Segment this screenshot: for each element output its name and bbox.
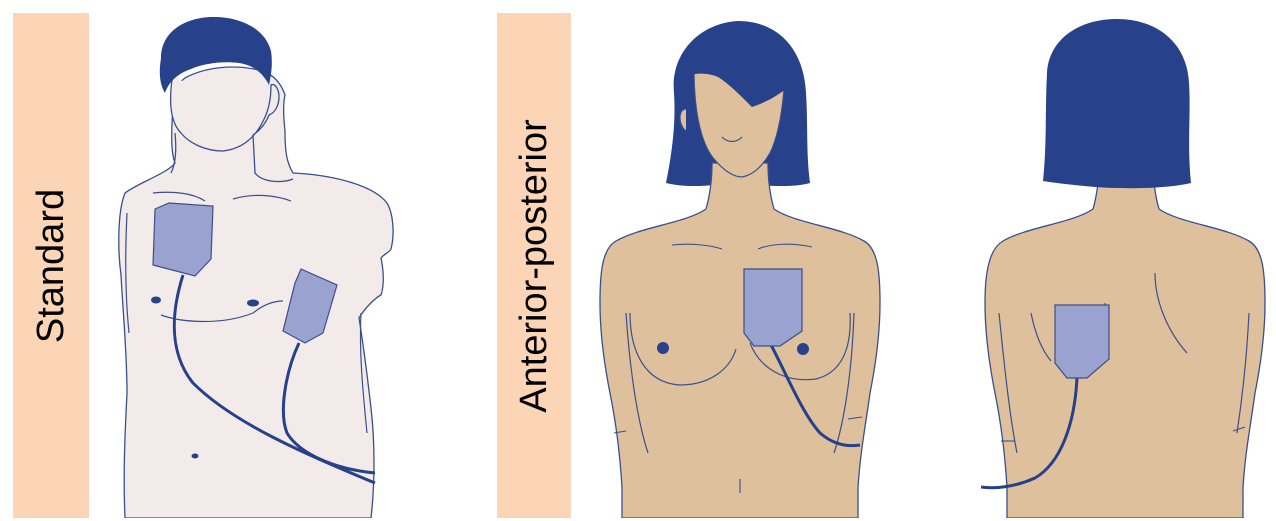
standard-pad-1: [153, 203, 213, 276]
front-torso: [600, 163, 880, 518]
posterior-figure: [975, 13, 1275, 518]
front-pad: [744, 269, 802, 346]
back-hair: [1043, 19, 1191, 188]
standard-label: Standard: [32, 188, 70, 342]
anterior-posterior-label: Anterior-posterior: [515, 119, 553, 413]
standard-nipple-right: [247, 300, 259, 307]
anterior-figure: [590, 13, 890, 518]
standard-nipple-left: [151, 297, 161, 304]
front-nipple-right: [797, 343, 809, 355]
front-nipple-left: [657, 342, 669, 354]
standard-navel: [192, 454, 199, 459]
standard-label-band: Standard: [13, 13, 89, 518]
anterior-posterior-label-band: Anterior-posterior: [497, 13, 571, 518]
standard-figure: [113, 13, 408, 518]
back-torso: [985, 163, 1265, 518]
standard-torso: [119, 67, 393, 518]
